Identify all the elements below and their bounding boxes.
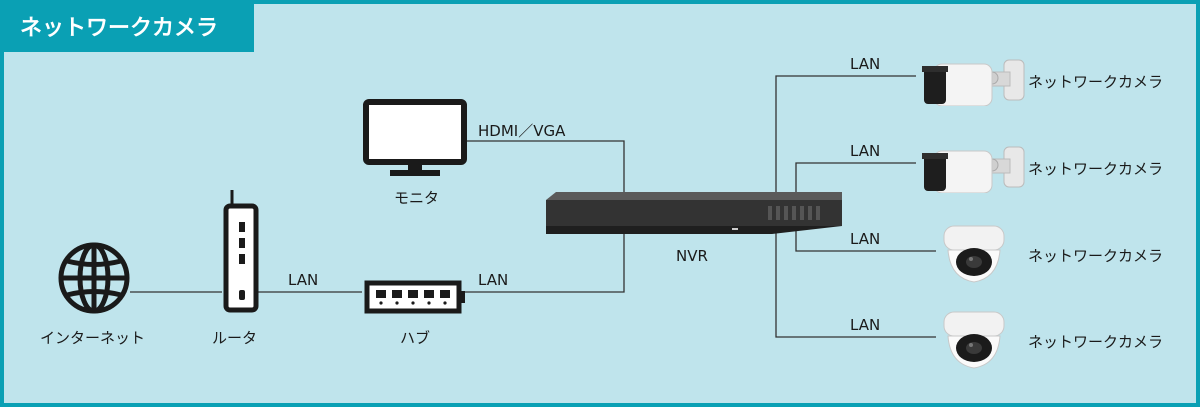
camera-label: ネットワークカメラ [1028, 73, 1164, 91]
nvr-icon [546, 192, 842, 234]
camera-label: ネットワークカメラ [1028, 160, 1164, 178]
monitor-icon [363, 99, 467, 176]
nvr-label: NVR [676, 247, 708, 265]
router-label: ルータ [212, 329, 258, 347]
camera-link-label: LAN [850, 142, 881, 160]
hub-label: ハブ [400, 329, 431, 347]
line-nvr-camera-4 [775, 210, 936, 338]
link-label-hub-nvr: LAN [478, 271, 509, 289]
link-label-router-hub: LAN [288, 271, 319, 289]
camera-label: ネットワークカメラ [1028, 333, 1164, 351]
monitor-label: モニタ [394, 189, 440, 207]
line-nvr-camera-3 [795, 222, 936, 252]
line-hub-nvr [462, 228, 625, 293]
hub-icon [364, 280, 465, 314]
bullet-camera-icon [922, 59, 1025, 106]
camera-link-label: LAN [850, 316, 881, 334]
dome-camera-icon [943, 225, 1005, 283]
router-icon [223, 190, 259, 313]
link-label-monitor-nvr: HDMI／VGA [478, 122, 566, 140]
diagram-title: ネットワークカメラ [0, 0, 254, 52]
bullet-camera-icon [922, 146, 1025, 193]
camera-link-label: LAN [850, 230, 881, 248]
internet-label: インターネット [40, 329, 146, 347]
camera-label: ネットワークカメラ [1028, 247, 1164, 265]
line-monitor-nvr [462, 140, 625, 193]
globe-icon [58, 242, 130, 314]
camera-link-label: LAN [850, 55, 881, 73]
dome-camera-icon [943, 311, 1005, 369]
